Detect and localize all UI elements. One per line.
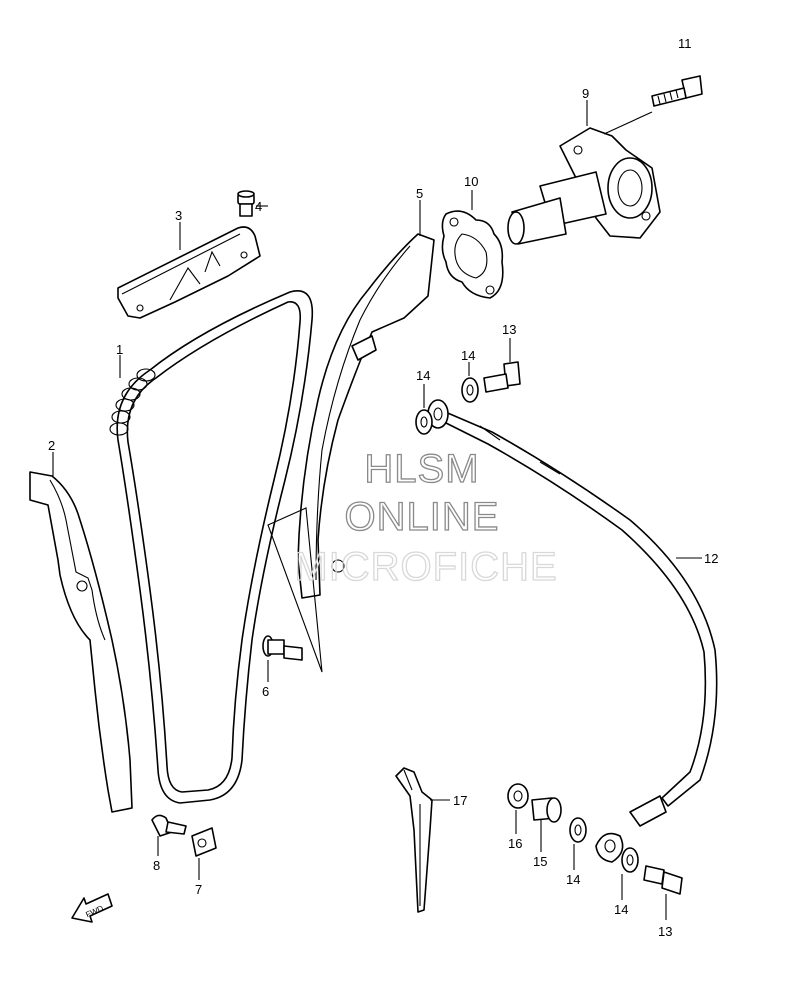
rear-chain-guide[interactable] xyxy=(297,233,435,599)
callout-15: 15 xyxy=(533,854,547,869)
callout-labels: 1 2 3 4 5 6 7 8 9 10 11 12 13 13 14 14 1… xyxy=(48,36,718,939)
callout-3: 3 xyxy=(175,208,182,223)
callout-14-c: 14 xyxy=(566,872,580,887)
union-bolt-upper[interactable] xyxy=(483,361,521,393)
watermark: HLSM ONLINE MICROFICHE xyxy=(294,446,558,589)
tensioner-adjuster[interactable] xyxy=(507,127,661,245)
tensioner-gasket[interactable] xyxy=(441,210,504,299)
leader-lines xyxy=(52,100,702,920)
watermark-line-2: ONLINE xyxy=(345,495,500,539)
callout-14-a: 14 xyxy=(416,368,430,383)
cable-tie[interactable] xyxy=(395,767,433,913)
oil-hose-washer[interactable] xyxy=(507,783,529,809)
tensioner-bolt[interactable] xyxy=(651,75,703,107)
watermark-line-3: MICROFICHE xyxy=(294,545,557,589)
callout-13-upper: 13 xyxy=(502,322,516,337)
callout-10: 10 xyxy=(464,174,478,189)
callout-5: 5 xyxy=(416,186,423,201)
callout-7: 7 xyxy=(195,882,202,897)
washer-1[interactable] xyxy=(415,409,433,435)
callout-16: 16 xyxy=(508,836,522,851)
callout-17: 17 xyxy=(453,793,467,808)
oil-hose-bolt[interactable] xyxy=(531,797,562,823)
callout-12: 12 xyxy=(704,551,718,566)
upper-chain-guide[interactable] xyxy=(117,226,261,319)
callout-13-lower: 13 xyxy=(658,924,672,939)
callout-1: 1 xyxy=(116,342,123,357)
guide-bolt-lower[interactable] xyxy=(151,814,187,837)
callout-4: 4 xyxy=(255,199,262,214)
cam-chain[interactable] xyxy=(109,290,314,804)
chain-tensioner-guide[interactable] xyxy=(29,471,133,813)
union-bolt-lower[interactable] xyxy=(643,865,683,895)
callout-6: 6 xyxy=(262,684,269,699)
callout-9: 9 xyxy=(582,86,589,101)
washer-2[interactable] xyxy=(461,377,479,403)
watermark-line-1: HLSM xyxy=(364,447,479,491)
guide-bolt[interactable] xyxy=(237,190,255,217)
guide-washer[interactable] xyxy=(191,827,217,857)
callout-2: 2 xyxy=(48,438,55,453)
forward-direction-arrow: FWD xyxy=(71,893,113,923)
callout-14-b: 14 xyxy=(461,348,475,363)
oil-hose[interactable] xyxy=(427,399,718,863)
chain-links xyxy=(109,368,156,436)
callout-8: 8 xyxy=(153,858,160,873)
guide-pivot-bolt[interactable] xyxy=(262,507,323,673)
washer-3[interactable] xyxy=(569,817,587,843)
callout-14-d: 14 xyxy=(614,902,628,917)
washer-4[interactable] xyxy=(621,847,639,873)
callout-11: 11 xyxy=(678,36,692,51)
